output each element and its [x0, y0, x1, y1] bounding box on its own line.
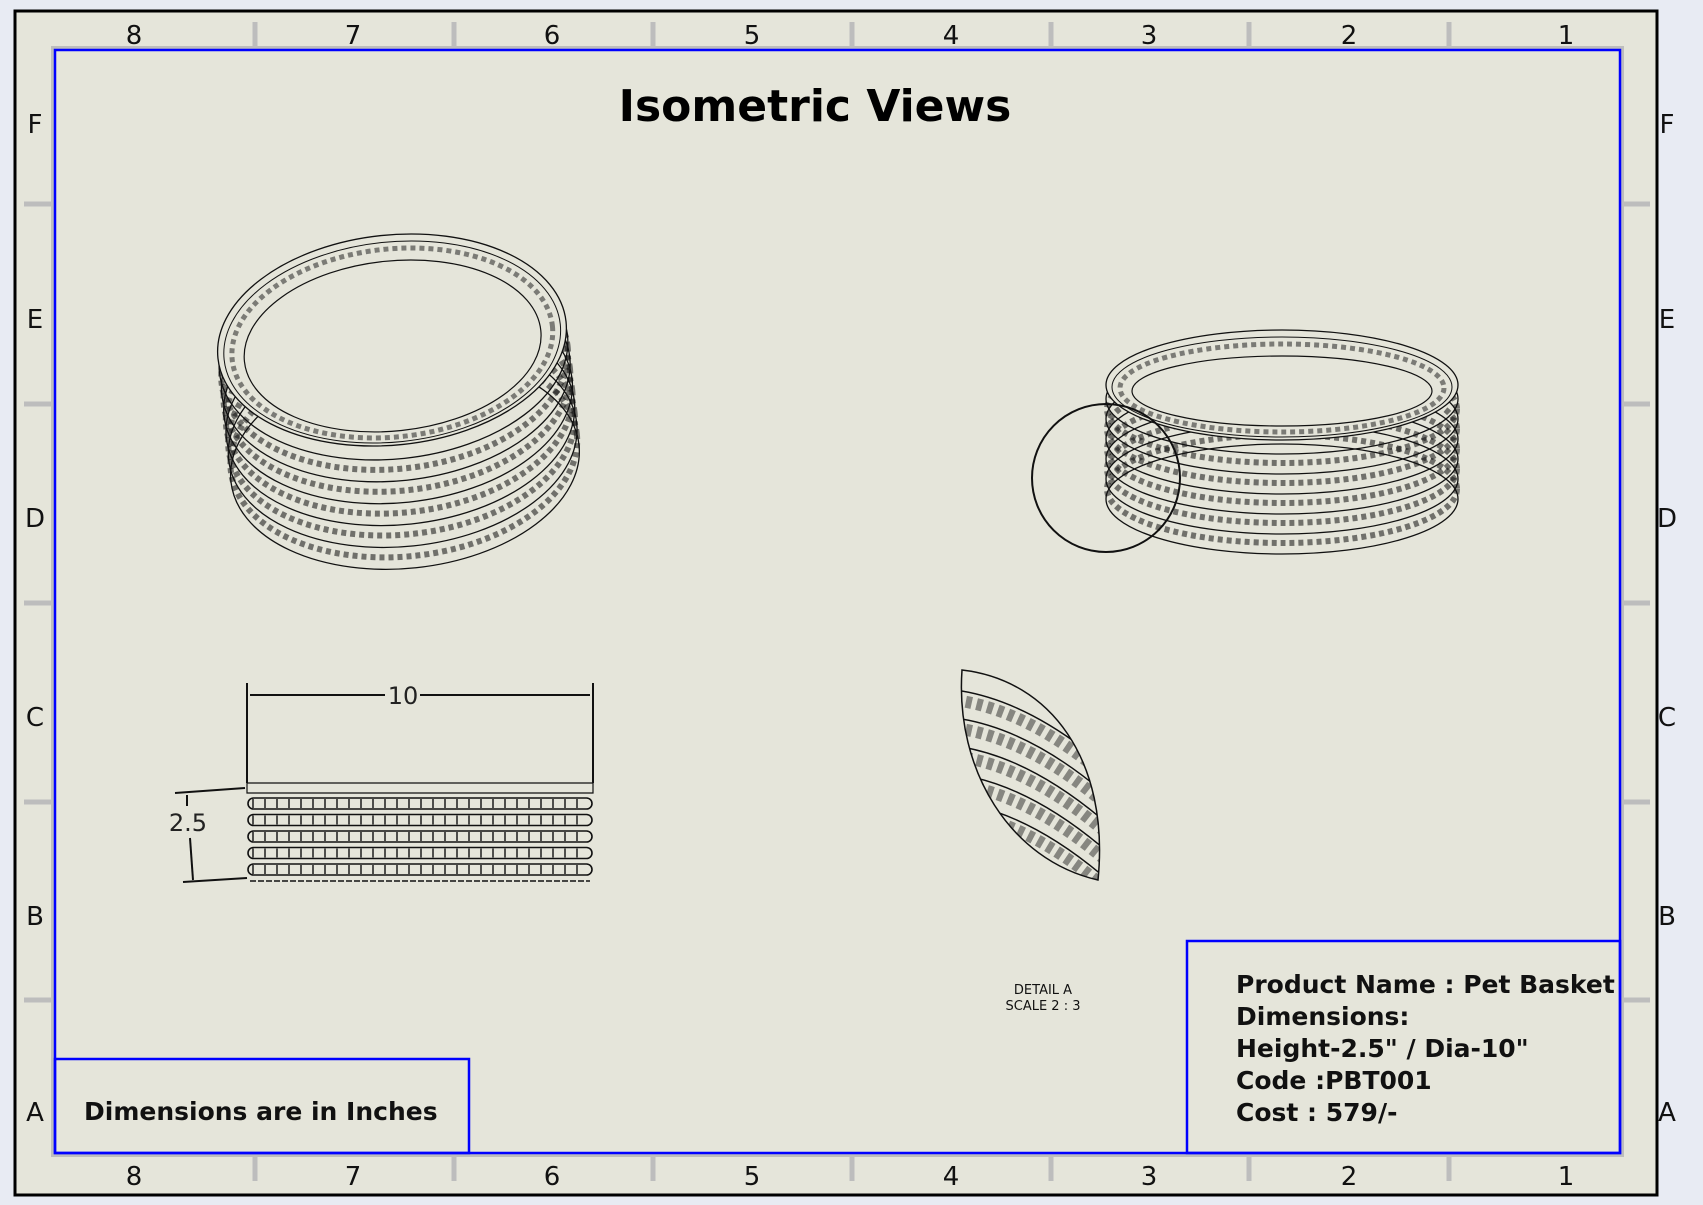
front-band: [247, 797, 593, 810]
front-view-bands: [246, 782, 594, 882]
zone-row-A: A: [1658, 1098, 1676, 1128]
zone-col-7: 7: [345, 1162, 362, 1192]
product-code: Code :PBT001: [1236, 1066, 1432, 1095]
sheet-gray-border: [51, 46, 1624, 1157]
zone-row-B: B: [26, 902, 44, 932]
zone-col-1: 1: [1558, 21, 1575, 51]
bottom-edge: [1105, 443, 1459, 555]
zone-row-D: D: [25, 504, 45, 534]
extension-line-top: [174, 787, 246, 794]
zone-row-A: A: [26, 1098, 44, 1128]
front-view: 10 2.5: [169, 682, 594, 883]
detail-band-cells: [961, 722, 1100, 813]
zone-row-B: B: [1658, 902, 1676, 932]
zone-col-3: 3: [1141, 21, 1158, 51]
front-band: [247, 863, 593, 876]
zone-col-8: 8: [126, 1162, 143, 1192]
dimensions-label: Dimensions:: [1236, 1002, 1409, 1031]
zone-ticks: [24, 22, 1650, 1181]
zone-col-4: 4: [943, 21, 960, 51]
extension-line-bottom: [182, 877, 248, 883]
detail-outline: [960, 669, 1101, 881]
dimensions-value: Height-2.5" / Dia-10": [1236, 1034, 1529, 1063]
title-block: [1185, 939, 1622, 1155]
zone-col-1: 1: [1558, 1162, 1575, 1192]
detail-band-cells: [961, 694, 1100, 785]
zone-row-D: D: [1657, 504, 1677, 534]
zone-labels-right: F E D C B A: [1657, 110, 1677, 1128]
rim-inner: [1131, 355, 1433, 427]
zone-col-5: 5: [744, 21, 761, 51]
detail-scale: SCALE 2 : 3: [1006, 999, 1081, 1014]
detail-label: DETAIL A: [1014, 983, 1072, 998]
zone-col-7: 7: [345, 21, 362, 51]
dimension-line-height-bottom: [189, 837, 194, 881]
detail-band-cells: [961, 806, 1100, 880]
rim-inner: [243, 259, 542, 433]
zone-col-3: 3: [1141, 1162, 1158, 1192]
inner-cells: [1117, 341, 1447, 435]
rim-line: [223, 240, 562, 444]
front-band: [247, 830, 593, 843]
height-dimension: 2.5: [169, 809, 207, 837]
detail-band-cells: [961, 750, 1100, 841]
front-band: [247, 846, 593, 860]
zone-row-F: F: [1660, 110, 1675, 140]
zone-row-C: C: [1658, 703, 1676, 733]
front-rim: [246, 782, 594, 794]
zone-row-F: F: [28, 110, 43, 140]
zone-col-2: 2: [1341, 1162, 1358, 1192]
zone-labels-bottom: 8 7 6 5 4 3 2 1: [126, 1162, 1575, 1192]
zone-labels-left: F E D C B A: [25, 110, 45, 1128]
basket-ring: [1104, 329, 1460, 555]
sheet-inner-border: [53, 48, 1622, 1155]
detail-band-edge: [961, 745, 1100, 827]
front-band: [247, 813, 593, 827]
zone-col-4: 4: [943, 1162, 960, 1192]
zone-col-6: 6: [544, 1162, 561, 1192]
zone-col-2: 2: [1341, 21, 1358, 51]
inner-cells: [229, 245, 556, 441]
detail-band-cells: [961, 778, 1100, 869]
zone-col-5: 5: [744, 1162, 761, 1192]
note-box: [53, 1057, 471, 1155]
sheet-title: Isometric Views: [619, 81, 1012, 132]
product-cost: Cost : 579/-: [1236, 1098, 1397, 1127]
zone-col-6: 6: [544, 21, 561, 51]
detail-a-callout-circle: [1031, 403, 1181, 553]
rim-line: [1111, 336, 1453, 438]
isometric-view-left: [216, 233, 581, 570]
zone-row-E: E: [27, 305, 43, 335]
isometric-view-right: [1104, 329, 1460, 555]
sheet-outer-border: [13, 9, 1659, 1197]
zone-col-8: 8: [126, 21, 143, 51]
zone-row-C: C: [26, 703, 44, 733]
units-note: Dimensions are in Inches: [84, 1097, 438, 1126]
zone-row-E: E: [1659, 305, 1675, 335]
zone-labels-top: 8 7 6 5 4 3 2 1: [126, 21, 1575, 51]
basket-ring: [216, 233, 581, 570]
width-dimension: 10: [388, 682, 419, 710]
product-name: Product Name : Pet Basket: [1236, 970, 1615, 999]
